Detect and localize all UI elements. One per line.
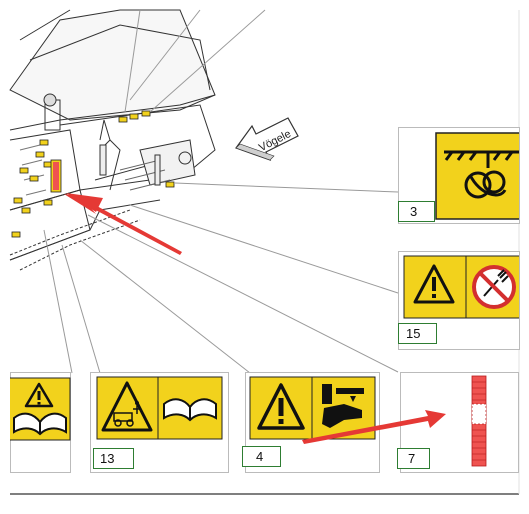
crushed-hand-icon <box>322 384 364 428</box>
callout-label-7: 7 <box>408 451 415 466</box>
leader-lines <box>43 9 399 374</box>
sign-panel-13: 13 <box>90 372 229 473</box>
hanging-hook-sign-icon <box>444 150 519 199</box>
manual-book-icon <box>13 412 67 436</box>
sign-panel-7: 7 <box>397 372 519 473</box>
machine-sticker-markers <box>11 110 175 238</box>
red-marker-strip <box>471 375 487 467</box>
sign-panel-partial-left <box>10 372 71 473</box>
sign-panel-15: 15 <box>398 251 520 350</box>
callout-label-3: 3 <box>410 204 417 219</box>
manual-book-icon <box>163 398 217 422</box>
callout-label-15: 15 <box>406 326 420 341</box>
callout-label-13: 13 <box>100 451 114 466</box>
run-over-vehicle-icon <box>101 381 153 432</box>
warning-triangle-icon <box>24 382 54 408</box>
sign-panel-4: 4 <box>242 372 380 473</box>
warning-triangle-icon <box>257 383 305 430</box>
callout-label-4: 4 <box>256 449 263 464</box>
red-arrow-to-machine <box>64 193 182 255</box>
red-arrow-to-item-7 <box>302 410 446 444</box>
warning-triangle-icon <box>413 264 455 304</box>
red-sticker-marker <box>50 159 62 193</box>
sign-panel-3: 3 <box>398 127 520 224</box>
no-spray-icon <box>472 265 516 309</box>
